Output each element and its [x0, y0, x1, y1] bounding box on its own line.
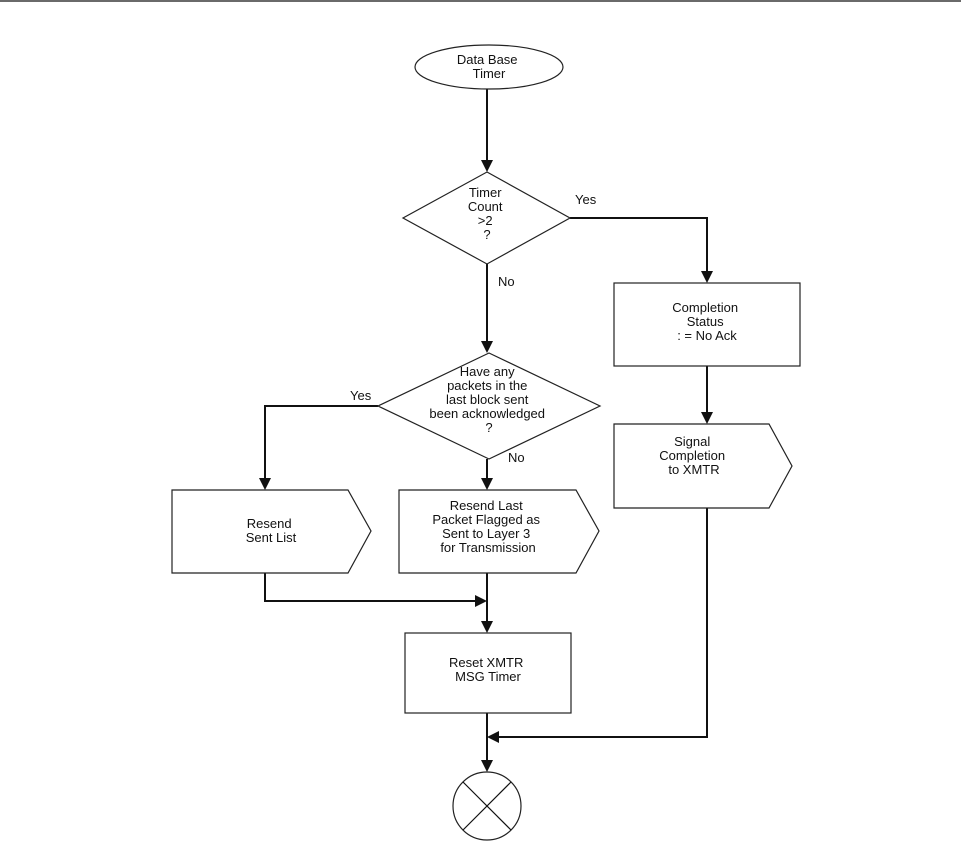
arrowhead [259, 478, 271, 490]
label-line: MSG Timer [455, 669, 521, 684]
label-line: last block sent [446, 392, 529, 407]
node-label: Completion Status : = No Ack [672, 300, 741, 343]
node-label: Data Base Timer [457, 52, 521, 81]
label-line: : = No Ack [677, 328, 737, 343]
ack-decision: Have any packets in the last block sent … [376, 352, 602, 460]
edge-signal-merge [492, 508, 708, 738]
label-line: Timer [473, 66, 506, 81]
arrowhead [475, 595, 487, 607]
label-line: Have any [460, 364, 515, 379]
timer-count-decision: Timer Count >2 ? [401, 171, 572, 265]
resend-last-packet-signal: Resend Last Packet Flagged as Sent to La… [398, 489, 600, 574]
label-line: ? [483, 227, 490, 242]
resend-sent-list-signal: Resend Sent List [171, 489, 372, 574]
node-label: Timer Count >2 ? [468, 185, 506, 242]
edge-timer-yes [570, 217, 708, 278]
arrowhead [701, 271, 713, 283]
label-line: Sent to Layer 3 [442, 526, 530, 541]
arrowhead [481, 621, 493, 633]
label-line: Signal [674, 434, 710, 449]
edge-sent-list-merge [264, 573, 482, 602]
arrowhead [481, 760, 493, 772]
label-line: >2 [478, 213, 493, 228]
edge-label-ack-yes: Yes [350, 388, 372, 403]
end-cross-line [462, 781, 512, 831]
node-label: Resend Last Packet Flagged as Sent to La… [432, 498, 543, 555]
label-line: Resend [247, 516, 292, 531]
reset-timer-process: Reset XMTR MSG Timer [404, 632, 572, 714]
edge-label-ack-no: No [508, 450, 525, 465]
connectors [259, 88, 713, 772]
label-line: Resend Last [450, 498, 523, 513]
label-line: Completion [672, 300, 738, 315]
label-line: Timer [469, 185, 502, 200]
label-line: Count [468, 199, 503, 214]
label-line: Status [687, 314, 724, 329]
edge-label-timer-no: No [498, 274, 515, 289]
edge-ack-yes [264, 405, 378, 485]
label-line: Reset XMTR [449, 655, 523, 670]
label-line: Packet Flagged as [432, 512, 540, 527]
label-line: ? [485, 420, 492, 435]
arrowhead [487, 731, 499, 743]
label-line: Data Base [457, 52, 518, 67]
end-connector [452, 771, 522, 841]
start-terminator: Data Base Timer [414, 44, 564, 90]
arrowhead [481, 478, 493, 490]
edge-label-timer-yes: Yes [575, 192, 597, 207]
label-line: been acknowledged [429, 406, 545, 421]
label-line: to XMTR [668, 462, 719, 477]
arrowhead [701, 412, 713, 424]
node-label: Have any packets in the last block sent … [429, 364, 548, 435]
label-line: for Transmission [440, 540, 535, 555]
label-line: packets in the [447, 378, 527, 393]
completion-status-process: Completion Status : = No Ack [613, 282, 801, 367]
node-label: Reset XMTR MSG Timer [449, 655, 527, 684]
arrowhead [481, 160, 493, 172]
arrowhead [481, 341, 493, 353]
label-line: Completion [659, 448, 725, 463]
label-line: Sent List [246, 530, 297, 545]
node-label: Signal Completion to XMTR [659, 434, 728, 477]
signal-completion-signal: Signal Completion to XMTR [613, 423, 793, 509]
node-label: Resend Sent List [246, 516, 297, 545]
